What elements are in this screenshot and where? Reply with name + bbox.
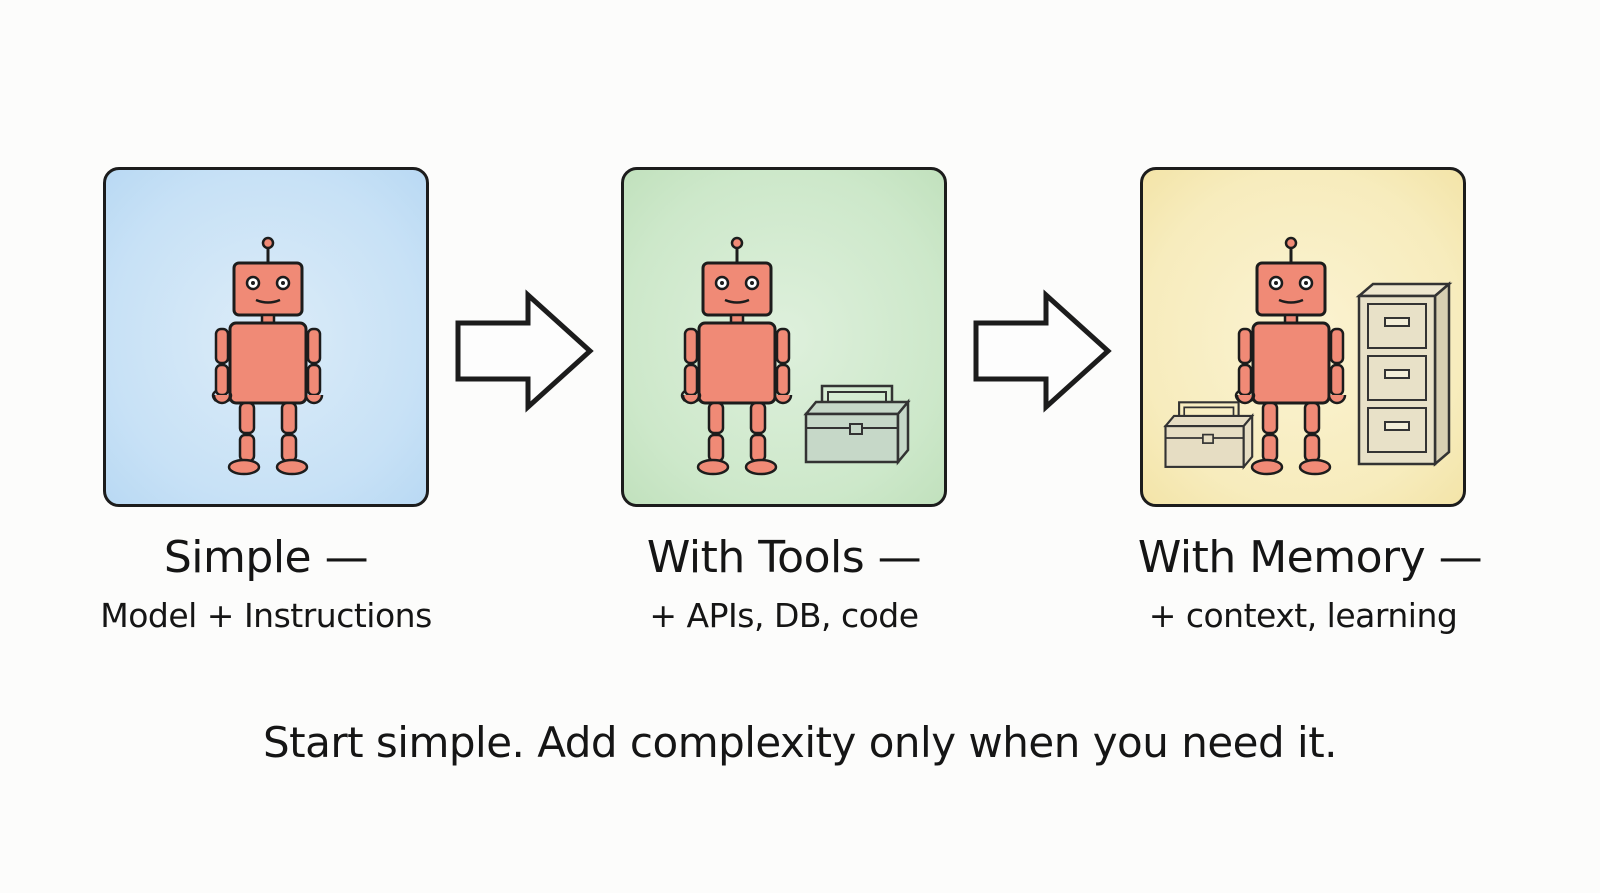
filing-cabinet-icon — [1355, 281, 1453, 467]
robot-icon — [680, 236, 793, 476]
stage-memory-subtitle: + context, learning — [1148, 596, 1458, 635]
toolbox-icon — [1164, 401, 1254, 468]
toolbox-icon — [804, 384, 910, 464]
robot-icon — [211, 236, 324, 476]
arrow-right-icon — [973, 289, 1112, 413]
stage-simple-subtitle: Model + Instructions — [100, 596, 432, 635]
stage-tools-title: With Tools — — [646, 532, 922, 583]
stage-memory-panel — [1140, 167, 1466, 507]
tagline: Start simple. Add complexity only when y… — [262, 718, 1338, 767]
arrow-right-icon — [455, 289, 594, 413]
stage-simple-title: Simple — — [163, 532, 369, 583]
stage-memory-title: With Memory — — [1137, 532, 1483, 583]
stage-tools-panel — [621, 167, 947, 507]
stage-simple-panel — [103, 167, 429, 507]
stage-tools-subtitle: + APIs, DB, code — [649, 596, 919, 635]
